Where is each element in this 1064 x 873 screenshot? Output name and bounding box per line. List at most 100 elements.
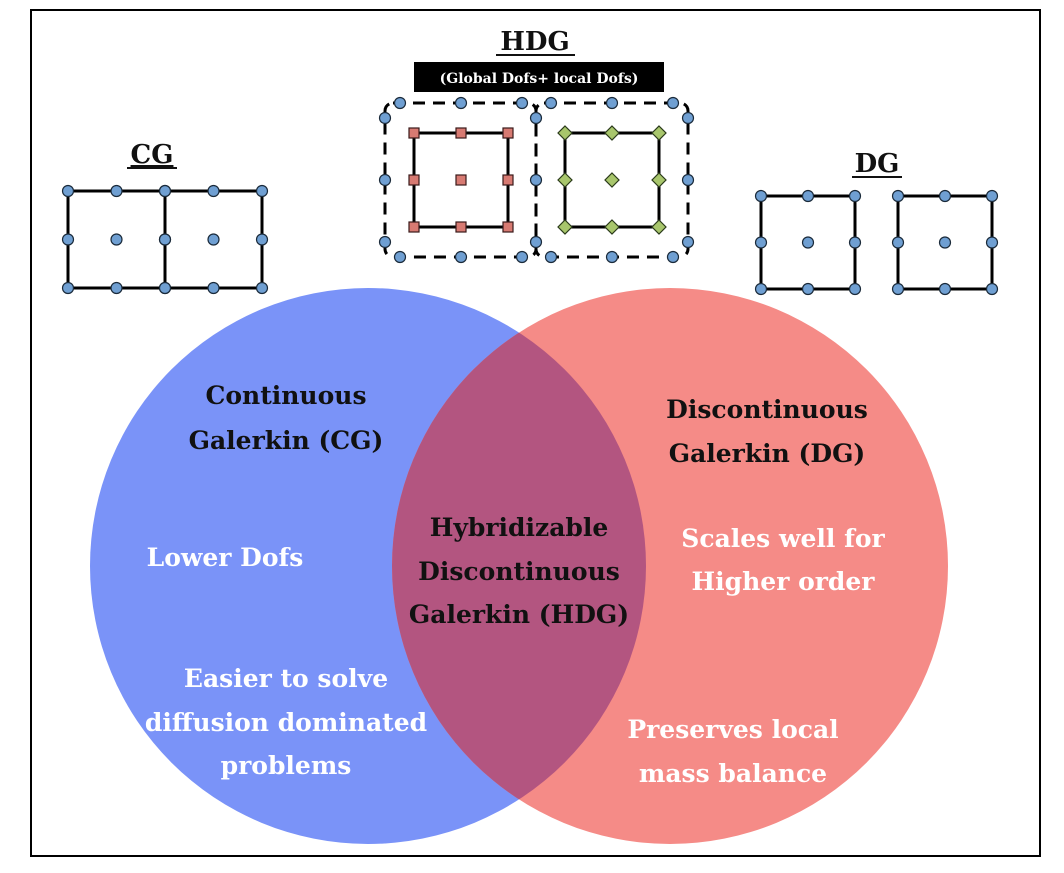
dof-node xyxy=(207,281,220,295)
dof-node xyxy=(454,96,468,110)
dof-node xyxy=(891,189,905,203)
dof-node xyxy=(158,233,172,246)
dof-node xyxy=(408,174,420,186)
dof-node xyxy=(681,173,695,187)
dof-node xyxy=(985,189,999,203)
dof-node xyxy=(651,172,667,188)
dof-node xyxy=(544,96,558,110)
dg-feature-mass-line-1: Preserves local xyxy=(627,715,838,744)
dof-node xyxy=(110,233,123,246)
dof-node xyxy=(61,281,75,295)
dof-node xyxy=(408,127,420,139)
dof-node xyxy=(502,174,514,186)
cg-name-line-2: Galerkin (CG) xyxy=(189,426,384,455)
dof-node xyxy=(515,250,529,264)
cg-full-name: Continuous Galerkin (CG) xyxy=(189,381,384,455)
dof-node xyxy=(848,189,862,203)
dof-node xyxy=(515,96,529,110)
dof-node xyxy=(557,172,573,188)
dof-node xyxy=(378,111,392,125)
dg-full-name: Discontinuous Galerkin (DG) xyxy=(666,395,868,468)
dof-node xyxy=(651,125,667,141)
hdg-full-name: Hybridizable Discontinuous Galerkin (HDG… xyxy=(409,513,629,629)
dg-feature-scales-line-1: Scales well for xyxy=(681,524,885,553)
dof-node xyxy=(158,281,172,295)
dof-node xyxy=(255,184,269,198)
cg-feature-easier-line-3: problems xyxy=(221,751,352,780)
dof-node xyxy=(502,127,514,139)
dof-node xyxy=(408,221,420,233)
dof-node xyxy=(110,184,123,198)
dof-node xyxy=(557,125,573,141)
dof-node xyxy=(455,127,467,139)
dof-node xyxy=(848,236,862,249)
hdg-mesh xyxy=(378,96,695,264)
dof-node xyxy=(891,282,905,296)
dof-node xyxy=(378,173,392,187)
dg-name-line-1: Discontinuous xyxy=(666,395,868,424)
dof-node xyxy=(255,281,269,295)
cg-header: CG xyxy=(131,140,174,170)
dof-node xyxy=(61,233,75,246)
cg-feature-lower-dofs: Lower Dofs xyxy=(147,543,304,572)
dof-node xyxy=(938,236,952,249)
dof-node xyxy=(938,282,952,296)
cg-feature-easier-line-1: Easier to solve xyxy=(184,664,388,693)
dof-node xyxy=(393,250,407,264)
dof-node xyxy=(754,236,768,249)
dof-node xyxy=(985,282,999,296)
hdg-subtitle-box xyxy=(414,62,664,92)
hdg-name-line-3: Galerkin (HDG) xyxy=(409,600,629,629)
dof-node xyxy=(754,282,768,296)
dof-node xyxy=(604,125,620,141)
dof-node xyxy=(529,173,543,187)
dof-node xyxy=(393,96,407,110)
dof-node xyxy=(848,282,862,296)
dg-feature-mass-line-2: mass balance xyxy=(639,759,827,788)
hdg-subtitle: (Global Dofs+ local Dofs) xyxy=(440,71,639,87)
dg-mesh xyxy=(754,189,999,296)
dof-node xyxy=(605,250,619,264)
dof-node xyxy=(604,172,620,188)
dof-node xyxy=(255,233,269,246)
cg-feature-easier-line-2: diffusion dominated xyxy=(145,708,427,737)
dof-node xyxy=(529,235,543,249)
dof-node xyxy=(801,189,815,203)
dof-node xyxy=(207,233,220,246)
cg-mesh xyxy=(61,184,269,295)
dg-name-line-2: Galerkin (DG) xyxy=(669,439,866,468)
dof-node xyxy=(557,219,573,235)
hdg-name-line-1: Hybridizable xyxy=(430,513,609,542)
cg-name-line-1: Continuous xyxy=(205,381,366,410)
dof-node xyxy=(605,96,619,110)
dof-node xyxy=(801,236,815,249)
dof-node xyxy=(681,111,695,125)
cg-features: Lower Dofs Easier to solve diffusion dom… xyxy=(145,543,427,780)
dof-node xyxy=(801,282,815,296)
dof-node xyxy=(985,236,999,249)
dof-node xyxy=(666,96,680,110)
dg-feature-scales-line-2: Higher order xyxy=(692,567,876,596)
dg-features: Scales well for Higher order Preserves l… xyxy=(627,524,885,788)
dof-node xyxy=(529,111,543,125)
dof-node xyxy=(207,184,220,198)
dof-node xyxy=(455,174,467,186)
dof-node xyxy=(158,184,172,198)
dof-node xyxy=(61,184,75,198)
hdg-overlap xyxy=(392,288,646,844)
dof-node xyxy=(454,250,468,264)
dof-node xyxy=(455,221,467,233)
dof-node xyxy=(110,281,123,295)
hdg-name-line-2: Discontinuous xyxy=(418,557,620,586)
dg-header: DG xyxy=(855,149,900,179)
dof-node xyxy=(891,236,905,249)
dof-node xyxy=(938,189,952,203)
dof-node xyxy=(604,219,620,235)
dof-node xyxy=(754,189,768,203)
dof-node xyxy=(681,235,695,249)
dof-node xyxy=(651,219,667,235)
dof-node xyxy=(502,221,514,233)
dof-node xyxy=(378,235,392,249)
hdg-header: HDG xyxy=(500,27,569,57)
